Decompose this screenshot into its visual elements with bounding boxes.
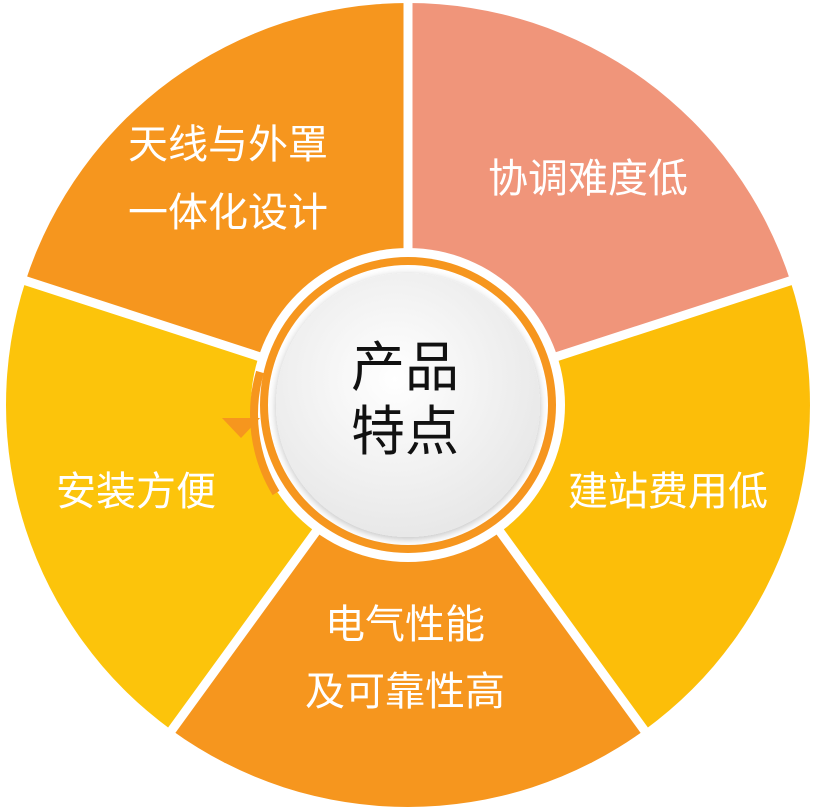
label-reliability-line1: 电气性能 [325,602,485,648]
segment-reliability [171,405,645,807]
center-label-line2: 特点 [351,400,459,463]
label-coordination: 协调难度低 [488,156,688,202]
label-integrated-design-line2: 一体化设计 [128,190,328,236]
label-reliability-line2: 及可靠性高 [305,669,505,715]
label-integrated-design-line1: 天线与外罩 [128,122,328,168]
center-label-line1: 产品 [351,336,459,399]
label-site-cost: 建站费用低 [568,469,768,515]
label-install: 安装方便 [56,469,216,515]
rotation-arrow-icon [222,370,280,496]
center-circle [276,273,540,537]
